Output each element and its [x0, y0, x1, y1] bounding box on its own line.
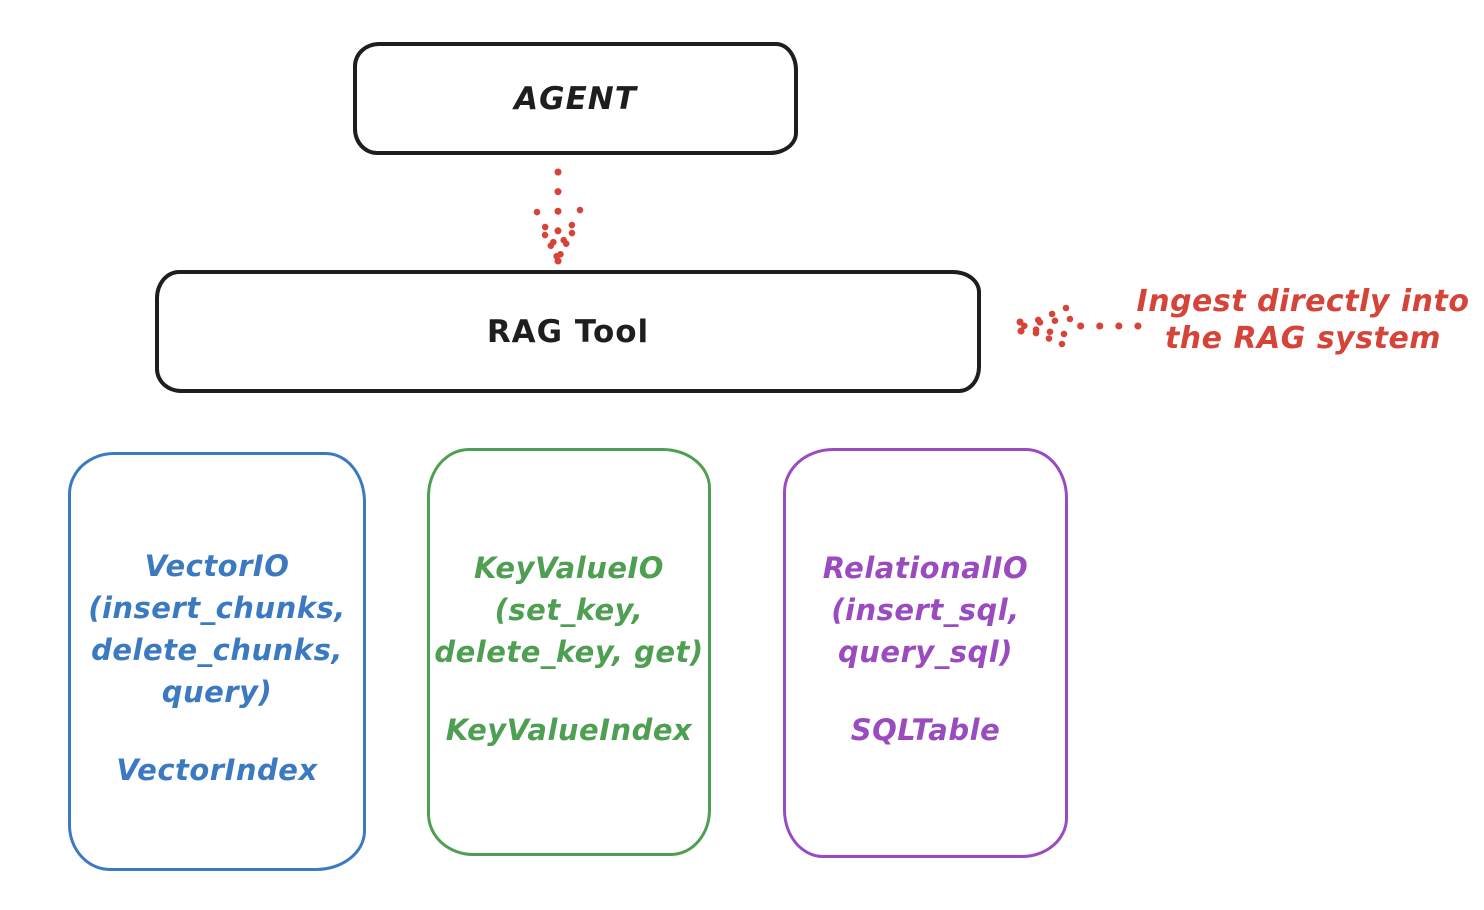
- relational-io-param-line: (insert_sql,: [831, 593, 1020, 627]
- agent-node: AGENT: [353, 42, 798, 155]
- agent-label: AGENT: [514, 80, 637, 117]
- vector-io-param-line: delete_chunks,: [91, 633, 343, 667]
- vector-io-node: VectorIO (insert_chunks, delete_chunks, …: [68, 452, 366, 871]
- relational-io-node: RelationalIO (insert_sql, query_sql) SQL…: [783, 448, 1068, 858]
- relational-io-param-line: query_sql): [838, 635, 1013, 669]
- ingest-annotation: Ingest directly into the RAG system: [1125, 283, 1481, 357]
- vector-index-label: VectorIndex: [116, 753, 318, 787]
- keyvalue-io-param-line: (set_key,: [494, 593, 644, 627]
- rag-tool-node: RAG Tool: [155, 270, 981, 393]
- keyvalue-io-param-line: delete_key, get): [434, 635, 704, 669]
- rag-tool-label: RAG Tool: [486, 313, 650, 350]
- vector-io-param-line: (insert_chunks,: [88, 591, 346, 625]
- keyvalue-io-node: KeyValueIO (set_key, delete_key, get) Ke…: [427, 448, 711, 856]
- keyvalue-io-title: KeyValueIO: [474, 551, 664, 585]
- ingest-annotation-line1: Ingest directly into: [1136, 284, 1470, 319]
- left-arrow-icon: [1016, 304, 1142, 348]
- keyvalue-index-label: KeyValueIndex: [445, 713, 693, 747]
- down-arrow-icon: [533, 168, 584, 265]
- vector-io-title: VectorIO: [144, 549, 290, 583]
- vector-io-param-line: query): [161, 675, 273, 709]
- ingest-annotation-line2: the RAG system: [1164, 321, 1442, 356]
- relational-io-title: RelationalIO: [822, 551, 1029, 585]
- sql-table-label: SQLTable: [850, 713, 1001, 747]
